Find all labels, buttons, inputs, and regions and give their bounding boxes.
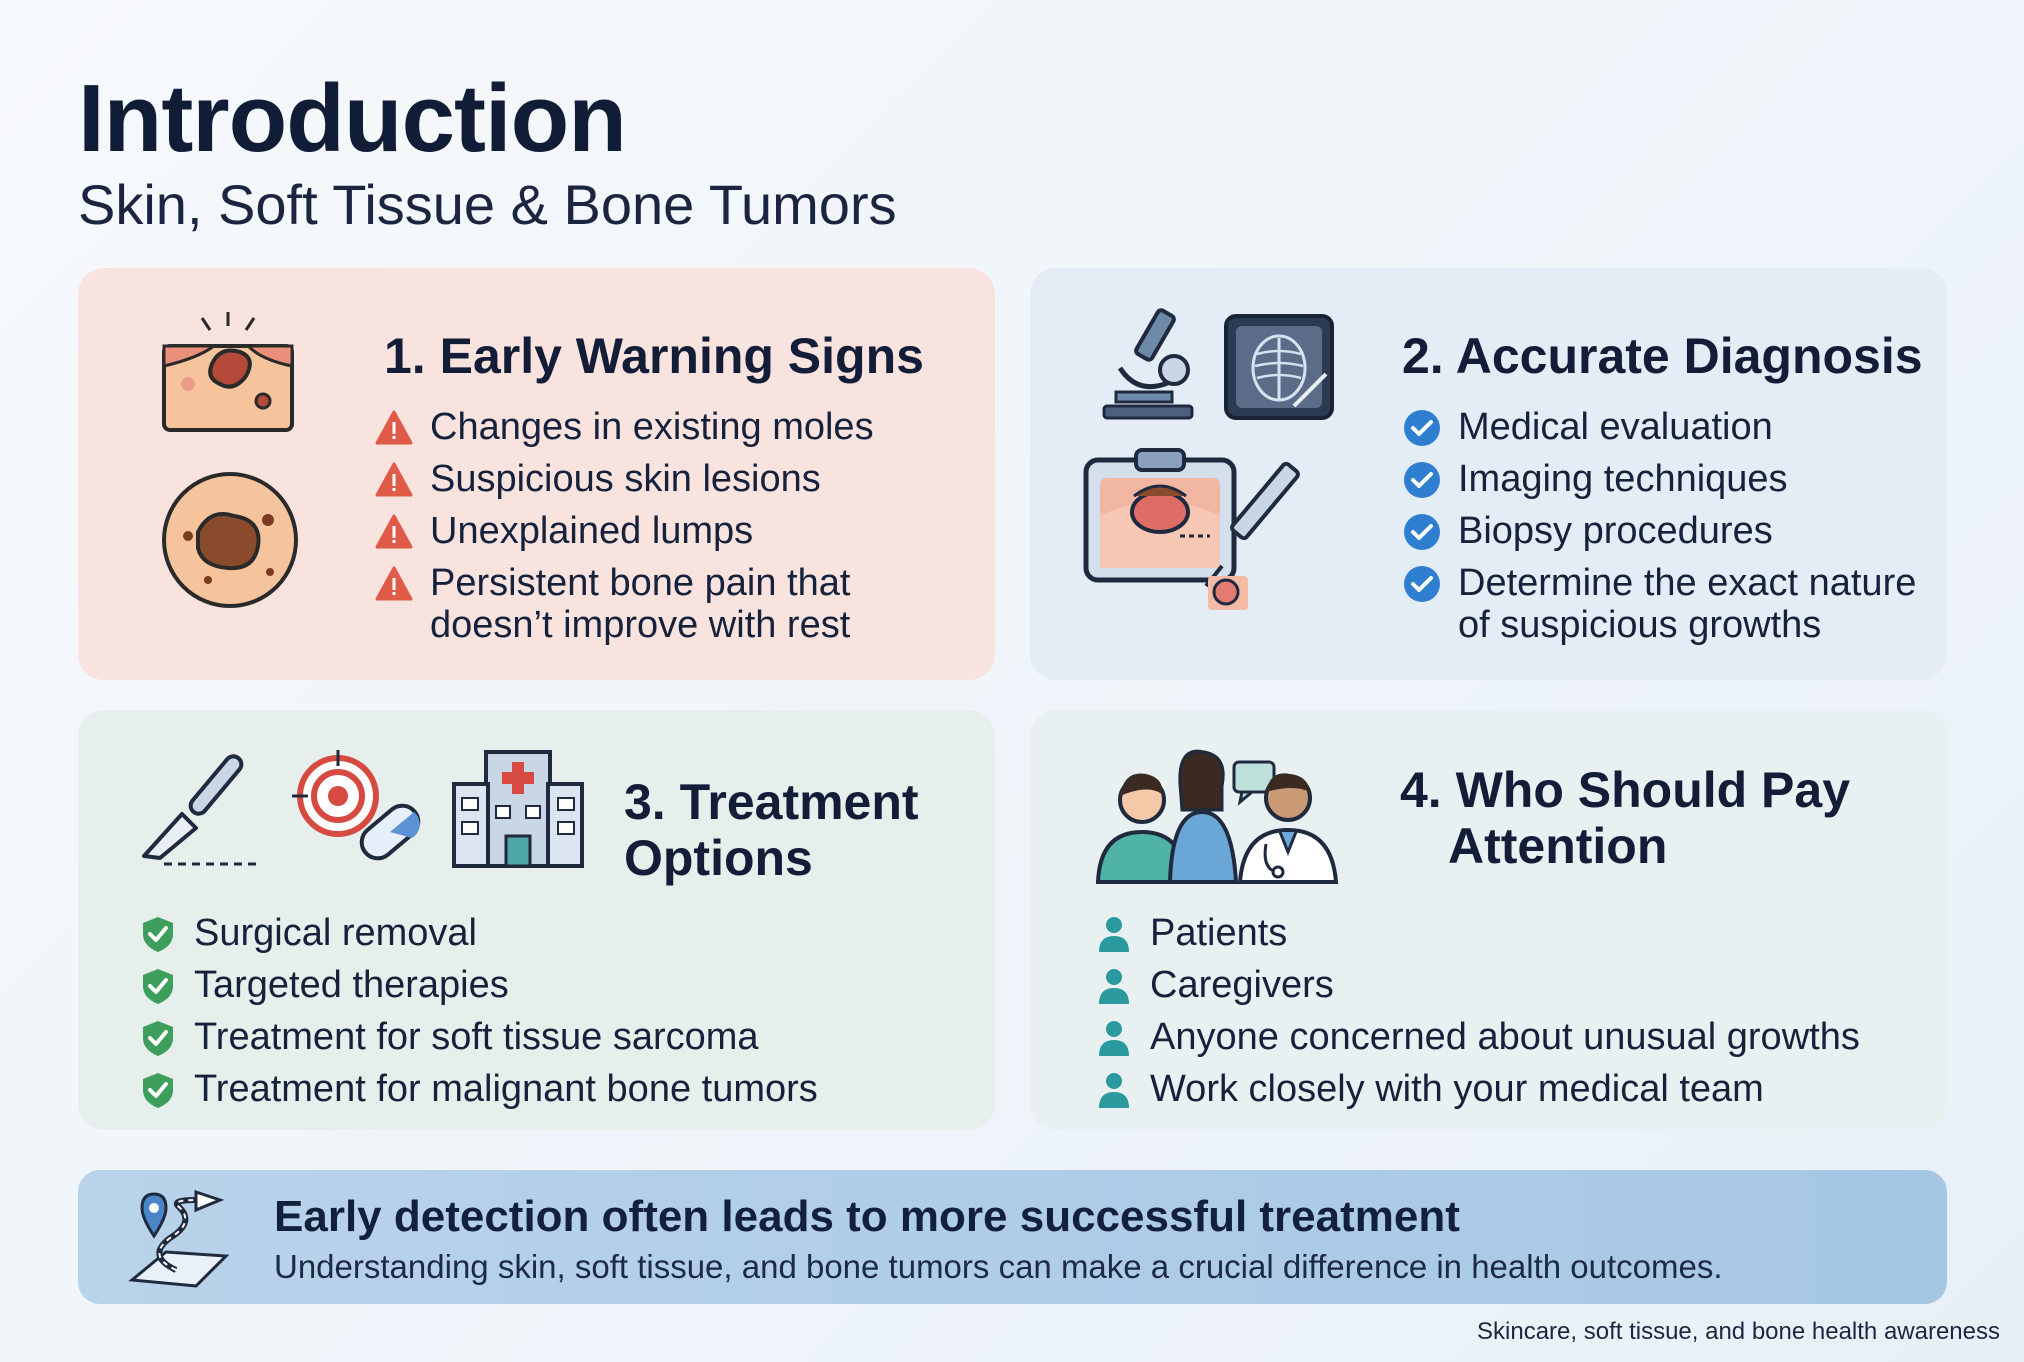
shield-check-icon [143,917,173,952]
card-accurate-diagnosis: 2. Accurate Diagnosis Medical evaluation… [1030,268,1947,680]
warning-signs-list: Changes in existing moles Suspicious ski… [374,406,974,656]
people-doctor-icon [1095,749,1339,884]
check-circle-icon [1404,462,1440,498]
list-item: Persistent bone pain that doesn’t improv… [374,562,974,646]
key-message-banner: Early detection often leads to more succ… [78,1170,1947,1304]
card-title: 2. Accurate Diagnosis [1402,328,1923,384]
road-map-pin-icon [128,1189,230,1288]
check-circle-icon [1404,566,1440,602]
treatment-list: Surgical removal Targeted therapies Trea… [138,912,958,1120]
list-item: Anyone concerned about unusual growths [1094,1016,1934,1058]
list-item: Treatment for soft tissue sarcoma [138,1016,958,1058]
warning-triangle-icon [375,410,413,445]
shield-check-icon [143,1073,173,1108]
diagnosis-list: Medical evaluation Imaging techniques Bi… [1402,406,1932,656]
check-circle-icon [1404,514,1440,550]
hospital-icon [452,750,584,868]
list-item: Treatment for malignant bone tumors [138,1068,958,1110]
card-title: 1. Early Warning Signs [384,328,924,384]
list-item: Work closely with your medical team [1094,1068,1934,1110]
warning-triangle-icon [375,566,413,601]
banner-text: Understanding skin, soft tissue, and bon… [274,1248,1723,1285]
mole-closeup-icon [162,472,298,608]
list-item: Patients [1094,912,1934,954]
person-icon [1099,917,1129,952]
card-early-warning-signs: 1. Early Warning Signs Changes in existi… [78,268,995,680]
card-title: 4. Who Should Pay Attention [1400,762,1851,874]
microscope-icon [1102,308,1194,420]
list-item: Medical evaluation [1402,406,1932,448]
list-item: Caregivers [1094,964,1934,1006]
list-item: Unexplained lumps [374,510,974,552]
list-item: Determine the exact nature of suspicious… [1402,562,1932,646]
card-treatment-options: 3. Treatment Options Surgical removal Ta… [78,710,995,1130]
page-title: Introduction [78,65,627,172]
check-circle-icon [1404,410,1440,446]
skin-lesion-icon [162,312,294,432]
shield-check-icon [143,969,173,1004]
scalpel-icon [142,754,258,866]
list-item: Suspicious skin lesions [374,458,974,500]
card-who-should-pay-attention: 4. Who Should Pay Attention Patients Car… [1030,710,1947,1130]
list-item: Imaging techniques [1402,458,1932,500]
page-subtitle: Skin, Soft Tissue & Bone Tumors [78,173,897,236]
warning-triangle-icon [375,462,413,497]
xray-scan-icon [1224,314,1334,420]
warning-triangle-icon [375,514,413,549]
list-item: Biopsy procedures [1402,510,1932,552]
person-icon [1099,969,1129,1004]
audience-list: Patients Caregivers Anyone concerned abo… [1094,912,1934,1120]
shield-check-icon [143,1021,173,1056]
biopsy-clipboard-icon [1083,448,1237,583]
list-item: Targeted therapies [138,964,958,1006]
footer-caption: Skincare, soft tissue, and bone health a… [1477,1318,2000,1345]
banner-headline: Early detection often leads to more succ… [274,1192,1460,1241]
person-icon [1099,1021,1129,1056]
list-item: Surgical removal [138,912,958,954]
syringe-icon [1204,461,1300,610]
card-title: 3. Treatment Options [624,774,919,886]
target-pill-icon [292,750,421,861]
person-icon [1099,1073,1129,1108]
list-item: Changes in existing moles [374,406,974,448]
